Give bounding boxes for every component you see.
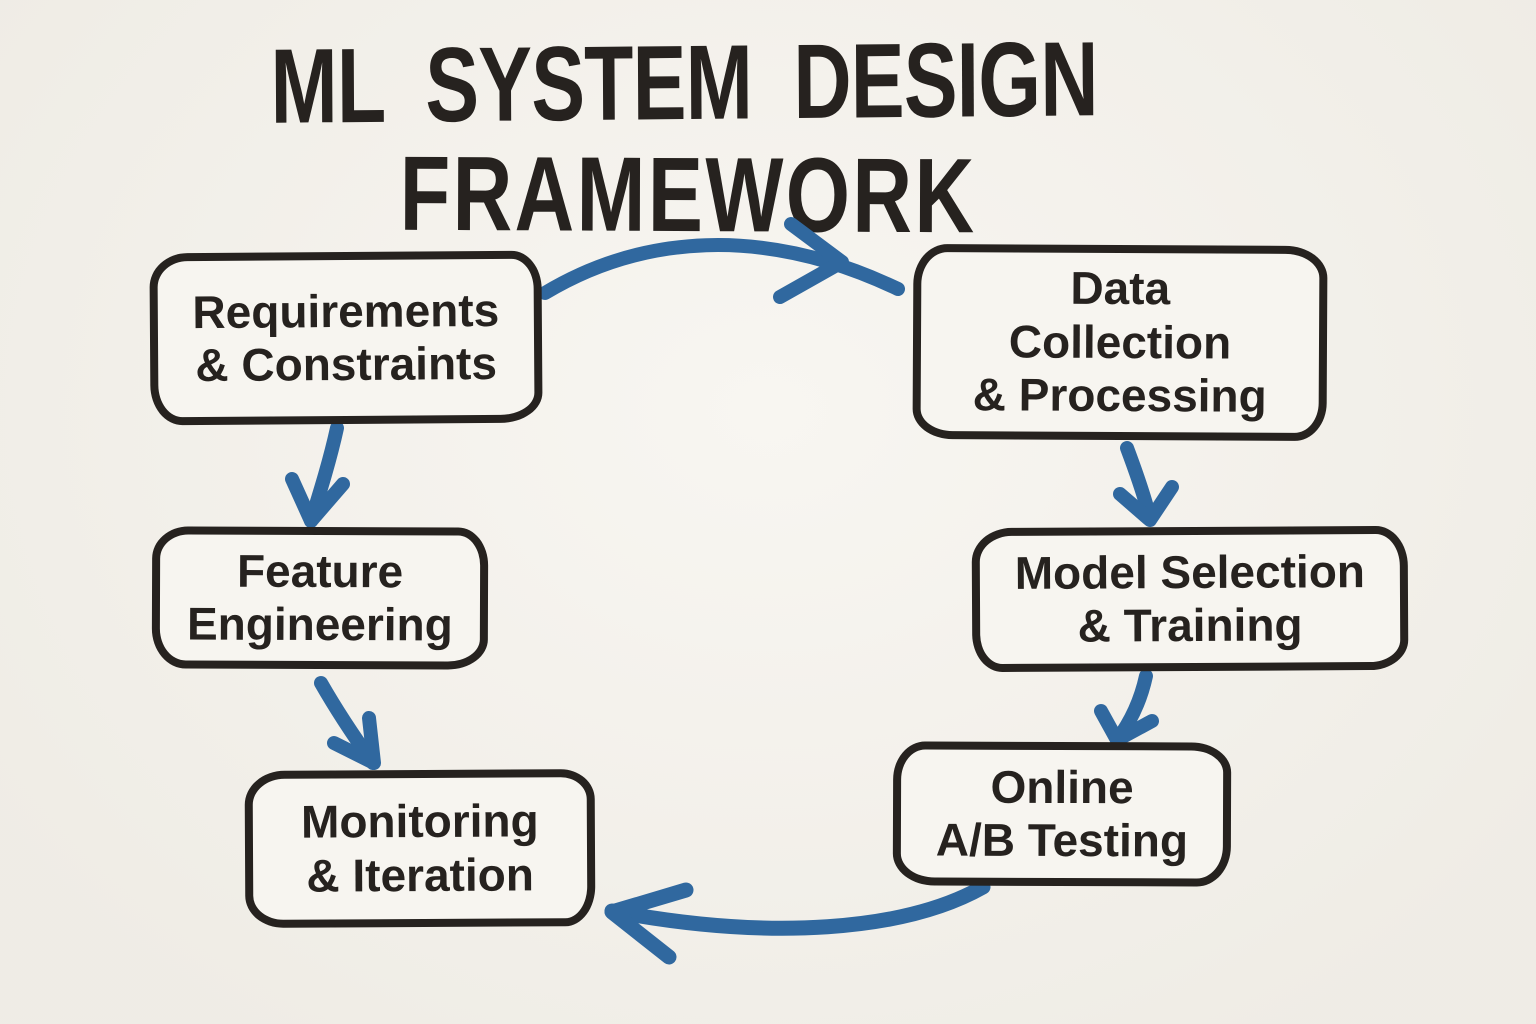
arrowhead-icon [327,711,381,770]
arrow-model-selection-to-ab-testing [1094,669,1159,747]
node-model-selection-training: Model Selection & Training [971,525,1409,673]
node-feature-engineering: Feature Engineering [151,526,489,670]
node-model-selection-training-label: Model Selection & Training [1014,544,1366,652]
node-monitoring-iteration-label: Monitoring & Iteration [300,794,539,902]
arrowhead-icon [773,217,849,304]
node-data-collection-processing: Data Collection & Processing [912,243,1328,442]
node-requirements-constraints: Requirements & Constraints [149,250,543,426]
arrow-requirements-to-feature-engineering [285,421,350,528]
node-feature-engineering-label: Feature Engineering [186,544,453,651]
arrowhead-icon [285,472,350,528]
arrowhead-icon [1094,704,1159,747]
node-requirements-constraints-label: Requirements & Constraints [192,283,500,392]
node-online-ab-testing: Online A/B Testing [892,741,1232,887]
arrowhead-icon [604,882,694,965]
arrow-feature-engineering-to-monitoring [314,676,381,770]
arrowhead-icon [1113,480,1179,527]
node-monitoring-iteration: Monitoring & Iteration [244,769,596,928]
arrow-requirements-to-data-collection [538,217,905,304]
arrow-data-collection-to-model-selection [1113,441,1179,527]
arrow-ab-testing-to-monitoring [604,879,991,965]
node-online-ab-testing-label: Online A/B Testing [935,760,1189,867]
node-data-collection-processing-label: Data Collection & Processing [972,262,1267,422]
